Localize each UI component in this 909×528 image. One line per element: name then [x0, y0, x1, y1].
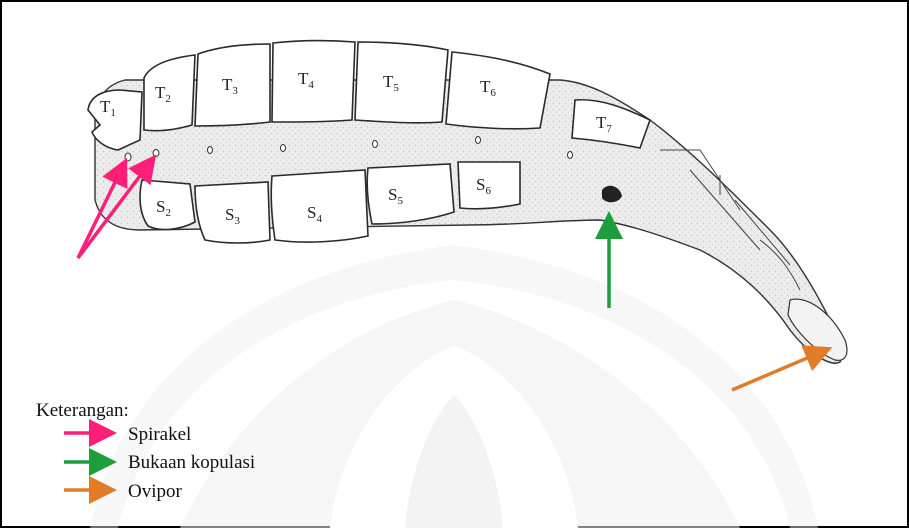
sternite-5	[367, 164, 454, 224]
legend-ovipor-label: Ovipor	[128, 481, 183, 502]
tergite-5	[355, 42, 448, 123]
legend-spirakel-label: Spirakel	[128, 424, 191, 445]
legend-kopulasi-label: Bukaan kopulasi	[128, 452, 255, 473]
legend-title: Keterangan:	[36, 400, 129, 421]
sternite-2	[140, 180, 195, 229]
sternite-4	[271, 170, 368, 242]
